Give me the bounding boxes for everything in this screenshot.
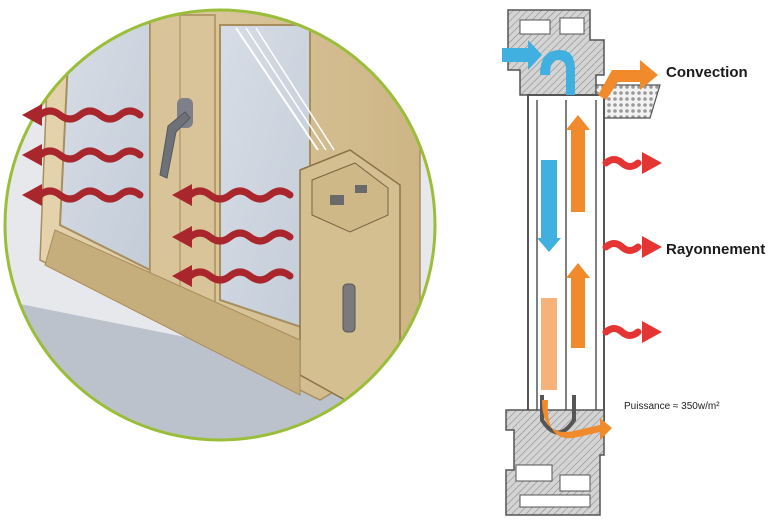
convection-label: Convection bbox=[666, 64, 748, 81]
hinge-icon bbox=[343, 284, 355, 332]
puissance-label: Puissance ≈ 350w/m² bbox=[624, 401, 720, 412]
radiation-arrow-icon bbox=[606, 160, 638, 336]
window-cross-section bbox=[506, 10, 660, 515]
radiation-arrowheads bbox=[642, 152, 662, 343]
window-closeup-illustration bbox=[0, 0, 450, 450]
rayonnement-label: Rayonnement bbox=[666, 241, 765, 258]
